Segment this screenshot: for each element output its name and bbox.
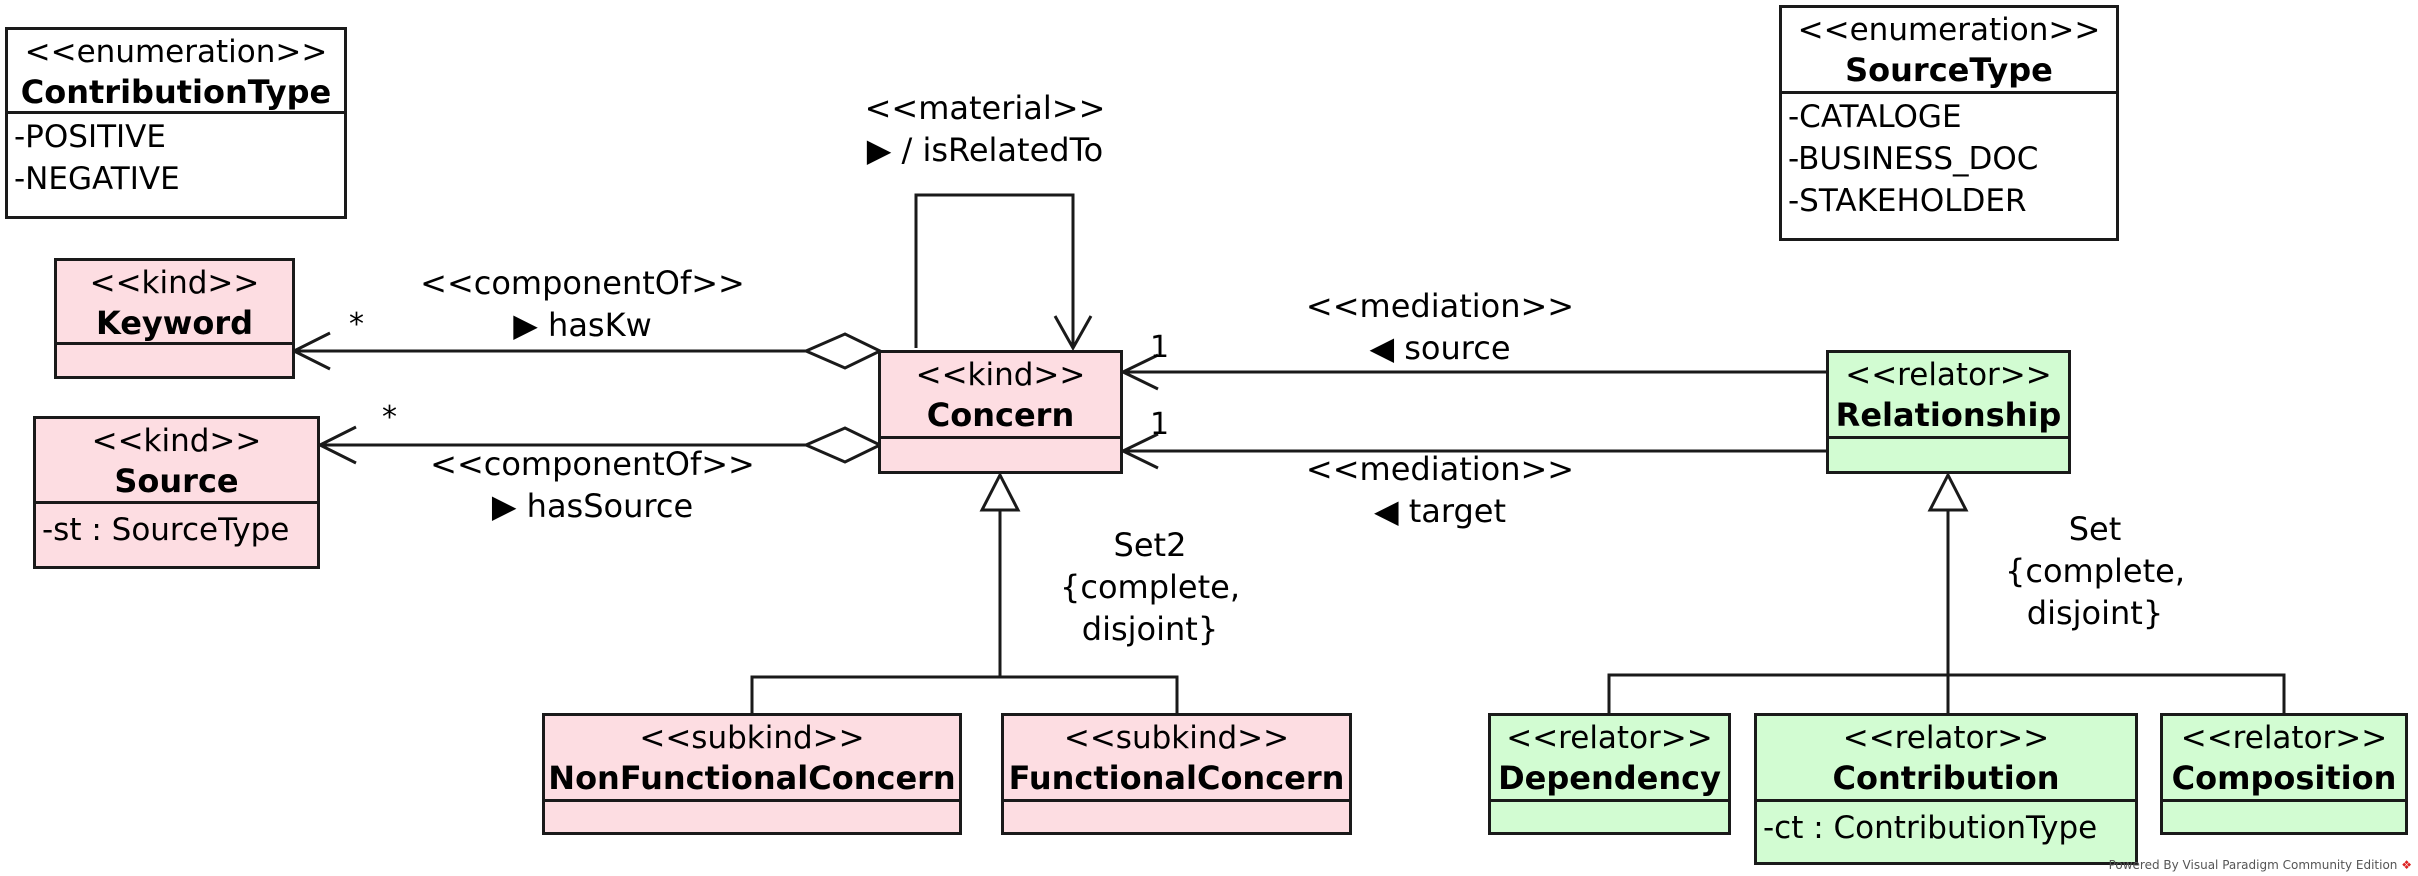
isrelatedto-stereotype: <<material>> bbox=[864, 89, 1106, 127]
class-relationship-stereotype: <<relator>> bbox=[1845, 357, 2052, 393]
med-source-stereotype: <<mediation>> bbox=[1305, 287, 1575, 325]
enum-literal-positive: -POSITIVE bbox=[14, 119, 166, 155]
class-dependency[interactable]: <<relator>> Dependency bbox=[1488, 713, 1731, 835]
class-functionalconcern[interactable]: <<subkind>> FunctionalConcern bbox=[1001, 713, 1352, 835]
haskw-diamond bbox=[802, 332, 884, 370]
haskw-label[interactable]: <<componentOf>> ▶ hasKw bbox=[400, 262, 765, 346]
class-keyword-stereotype: <<kind>> bbox=[89, 265, 260, 301]
gen-relationship-bar bbox=[1607, 673, 2286, 714]
class-nonfunctionalconcern-name: NonFunctionalConcern bbox=[548, 759, 956, 797]
class-source[interactable]: <<kind>> Source -st : SourceType bbox=[33, 416, 320, 569]
genset-set-label[interactable]: Set {complete, disjoint} bbox=[1975, 508, 2215, 634]
hassource-multiplicity: * bbox=[382, 400, 397, 435]
haskw-name: ▶ hasKw bbox=[513, 306, 652, 344]
haskw-stereotype: <<componentOf>> bbox=[420, 264, 745, 302]
class-composition[interactable]: <<relator>> Composition bbox=[2160, 713, 2408, 835]
isrelatedto-label[interactable]: <<material>> ▶ / isRelatedTo bbox=[800, 87, 1170, 171]
genset-set2-constraint-1: {complete, bbox=[1060, 568, 1240, 606]
isrelatedto-arrowhead bbox=[1053, 315, 1093, 352]
class-relationship-name: Relationship bbox=[1835, 396, 2062, 434]
enum-literal-cataloge: -CATALOGE bbox=[1788, 99, 1962, 135]
class-contribution[interactable]: <<relator>> Contribution -ct : Contribut… bbox=[1754, 713, 2138, 865]
visual-paradigm-logo-icon: ❖ bbox=[2401, 858, 2412, 872]
class-contribution-name: Contribution bbox=[1832, 759, 2060, 797]
enum-literal-negative: -NEGATIVE bbox=[14, 161, 180, 197]
med-source-name: ◀ source bbox=[1369, 329, 1511, 367]
genset-set-constraint-1: {complete, bbox=[2005, 552, 2185, 590]
med-target-stereotype: <<mediation>> bbox=[1305, 450, 1575, 488]
med-source-multiplicity: 1 bbox=[1150, 330, 1170, 365]
class-composition-name: Composition bbox=[2171, 759, 2397, 797]
haskw-multiplicity: * bbox=[349, 307, 364, 342]
genset-set-name: Set bbox=[2068, 510, 2122, 548]
enum-contributiontype[interactable]: <<enumeration>> ContributionType -POSITI… bbox=[5, 27, 347, 219]
genset-set2-label[interactable]: Set2 {complete, disjoint} bbox=[1030, 524, 1270, 650]
class-composition-stereotype: <<relator>> bbox=[2180, 720, 2388, 756]
class-keyword-name: Keyword bbox=[95, 304, 254, 342]
hassource-label[interactable]: <<componentOf>> ▶ hasSource bbox=[410, 443, 775, 527]
med-source-arrowhead bbox=[1119, 353, 1159, 391]
genset-set2-name: Set2 bbox=[1113, 526, 1187, 564]
class-concern-name: Concern bbox=[926, 396, 1075, 434]
class-keyword[interactable]: <<kind>> Keyword bbox=[54, 258, 295, 379]
class-contribution-stereotype: <<relator>> bbox=[1842, 720, 2050, 756]
class-nonfunctionalconcern[interactable]: <<subkind>> NonFunctionalConcern bbox=[542, 713, 962, 835]
footer-text: Powered By Visual Paradigm Community Edi… bbox=[2108, 858, 2398, 872]
hassource-diamond bbox=[802, 426, 884, 464]
class-functionalconcern-stereotype: <<subkind>> bbox=[1063, 720, 1290, 756]
class-source-attr-st: -st : SourceType bbox=[42, 512, 290, 548]
med-target-arrowhead bbox=[1119, 432, 1159, 470]
genset-set-constraint-2: disjoint} bbox=[2026, 594, 2164, 632]
class-contribution-attr-ct: -ct : ContributionType bbox=[1763, 810, 2098, 846]
class-concern-stereotype: <<kind>> bbox=[915, 357, 1086, 393]
class-source-stereotype: <<kind>> bbox=[91, 423, 262, 459]
med-target-name: ◀ target bbox=[1373, 492, 1507, 530]
isrelatedto-line bbox=[914, 193, 1075, 348]
class-dependency-name: Dependency bbox=[1498, 759, 1721, 797]
enum-contributiontype-name: ContributionType bbox=[20, 73, 332, 111]
gen-concern-bar bbox=[750, 675, 1179, 714]
isrelatedto-name: ▶ / isRelatedTo bbox=[866, 131, 1104, 169]
hassource-stereotype: <<componentOf>> bbox=[430, 445, 755, 483]
enum-contributiontype-stereotype: <<enumeration>> bbox=[24, 34, 328, 70]
enum-sourcetype-name: SourceType bbox=[1845, 51, 2053, 89]
enum-literal-business-doc: -BUSINESS_DOC bbox=[1788, 141, 2039, 177]
genset-set2-constraint-2: disjoint} bbox=[1081, 610, 1219, 648]
class-functionalconcern-name: FunctionalConcern bbox=[1008, 759, 1345, 797]
hassource-name: ▶ hasSource bbox=[491, 487, 694, 525]
class-nonfunctionalconcern-stereotype: <<subkind>> bbox=[639, 720, 865, 756]
footer-watermark: Powered By Visual Paradigm Community Edi… bbox=[2109, 858, 2412, 872]
enum-literal-stakeholder: -STAKEHOLDER bbox=[1788, 183, 2027, 219]
class-source-name: Source bbox=[114, 462, 239, 500]
gen-relationship-triangle bbox=[1927, 471, 1969, 512]
class-relationship[interactable]: <<relator>> Relationship bbox=[1826, 350, 2071, 474]
med-target-multiplicity: 1 bbox=[1150, 407, 1170, 442]
med-source-label[interactable]: <<mediation>> ◀ source bbox=[1260, 285, 1620, 369]
med-target-label[interactable]: <<mediation>> ◀ target bbox=[1260, 448, 1620, 532]
class-concern[interactable]: <<kind>> Concern bbox=[878, 350, 1123, 474]
class-dependency-stereotype: <<relator>> bbox=[1506, 720, 1713, 756]
gen-concern-triangle bbox=[979, 471, 1021, 512]
enum-sourcetype-stereotype: <<enumeration>> bbox=[1797, 12, 2101, 48]
enum-sourcetype[interactable]: <<enumeration>> SourceType -CATALOGE -BU… bbox=[1779, 5, 2119, 241]
hassource-arrowhead bbox=[316, 425, 357, 465]
